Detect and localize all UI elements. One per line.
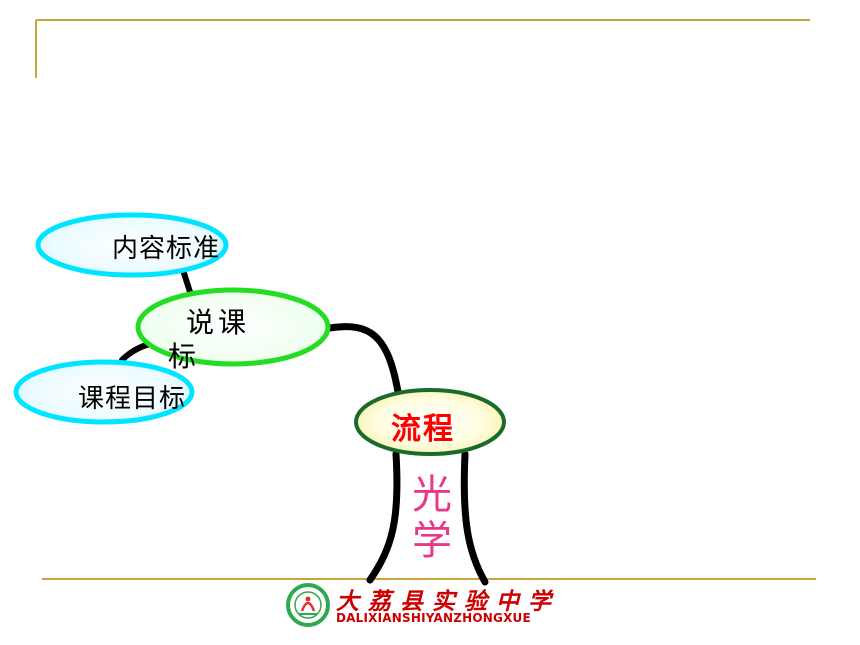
- node-content-standard: [35, 212, 229, 278]
- course-goal-label: 课程目标: [78, 384, 187, 414]
- school-name-pinyin: DALIXIANSHIYANZHONGXUE: [336, 611, 531, 625]
- school-emblem-logo: [286, 583, 330, 627]
- school-name-chinese: 大荔县实验中学: [336, 588, 560, 615]
- connector-process: [326, 323, 402, 396]
- connector-optics-right: [460, 450, 489, 586]
- node-process: [354, 388, 506, 456]
- shuokebiao-label: 说课标: [168, 306, 251, 373]
- content-standard-label: 内容标准: [112, 234, 221, 264]
- node-course-goal: [13, 359, 195, 425]
- optics-label: 光学: [412, 472, 452, 564]
- node-shuokebiao: [135, 287, 331, 367]
- connector-optics-left: [366, 450, 401, 584]
- process-label: 流程: [391, 412, 455, 447]
